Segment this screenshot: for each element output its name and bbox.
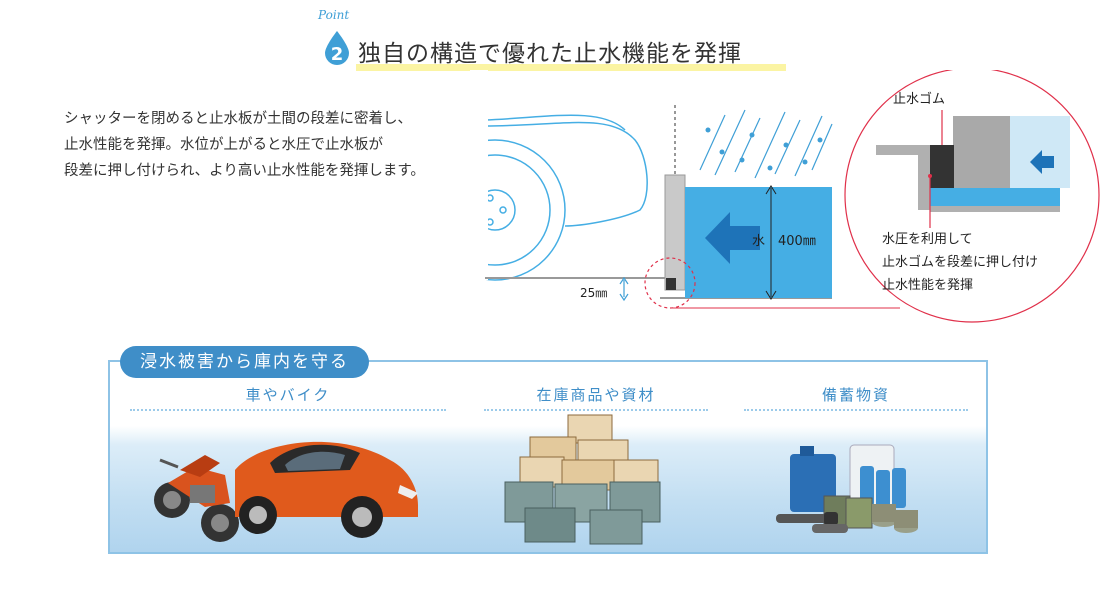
car-icon [235, 441, 418, 538]
box-icon [519, 414, 659, 491]
description-line: シャッターを閉めると止水板が土間の段差に密着し、 [64, 111, 412, 127]
point-label: Point [318, 8, 350, 22]
magnified-detail [844, 70, 1100, 323]
rain-drops [705, 127, 823, 171]
flashlight-icon [776, 512, 848, 533]
column-divider [744, 409, 968, 411]
column-label-inventory: 在庫商品や資材 [536, 386, 656, 404]
water-drop-icon: 2 [325, 31, 349, 65]
pressure-note-line: 止水ゴムを段差に押し付け [882, 254, 1038, 270]
column-label-vehicles: 車やバイク [245, 386, 331, 404]
emergency-supplies-illustration [776, 444, 918, 533]
description-line: 止水性能を発揮。水位が上がると水圧で止水板が [64, 137, 383, 153]
water-stop-diagram: 水 400㎜ 25㎜ 止水ゴム 水圧を利用して 止水ゴムを段差に押し付け 止水性… [470, 70, 1100, 323]
rubber-label: 止水ゴム [893, 91, 945, 107]
point-number: 2 [331, 44, 344, 65]
step-height-label: 25㎜ [580, 286, 607, 300]
water-height-label: 400㎜ [778, 234, 816, 249]
column-label-supplies: 備蓄物資 [821, 386, 890, 404]
water-label: 水 [752, 234, 765, 249]
bottle-icon [860, 466, 906, 508]
pressure-note-line: 止水性能を発揮 [882, 278, 973, 293]
inventory-boxes-illustration [504, 414, 661, 545]
heading-underline [356, 64, 786, 71]
column-divider [484, 409, 708, 411]
pressure-note-line: 水圧を利用して [882, 232, 973, 247]
description: シャッターを閉めると止水板が土間の段差に密着し、 止水性能を発揮。水位が上がると… [64, 106, 484, 184]
page-title: 独自の構造で優れた止水機能を発揮 [358, 41, 742, 67]
column-divider [130, 409, 446, 411]
rain-illustration [699, 109, 833, 179]
description-line: 段差に押し付けられ、より高い止水性能を発揮します。 [64, 163, 425, 179]
box-icon [504, 481, 661, 545]
car-motorcycle-illustration [154, 441, 418, 542]
protect-panel [108, 360, 988, 554]
motorcycle-icon [154, 455, 239, 542]
car-outline-illustration [470, 114, 648, 281]
protect-panel-title: 浸水被害から庫内を守る [120, 346, 369, 378]
